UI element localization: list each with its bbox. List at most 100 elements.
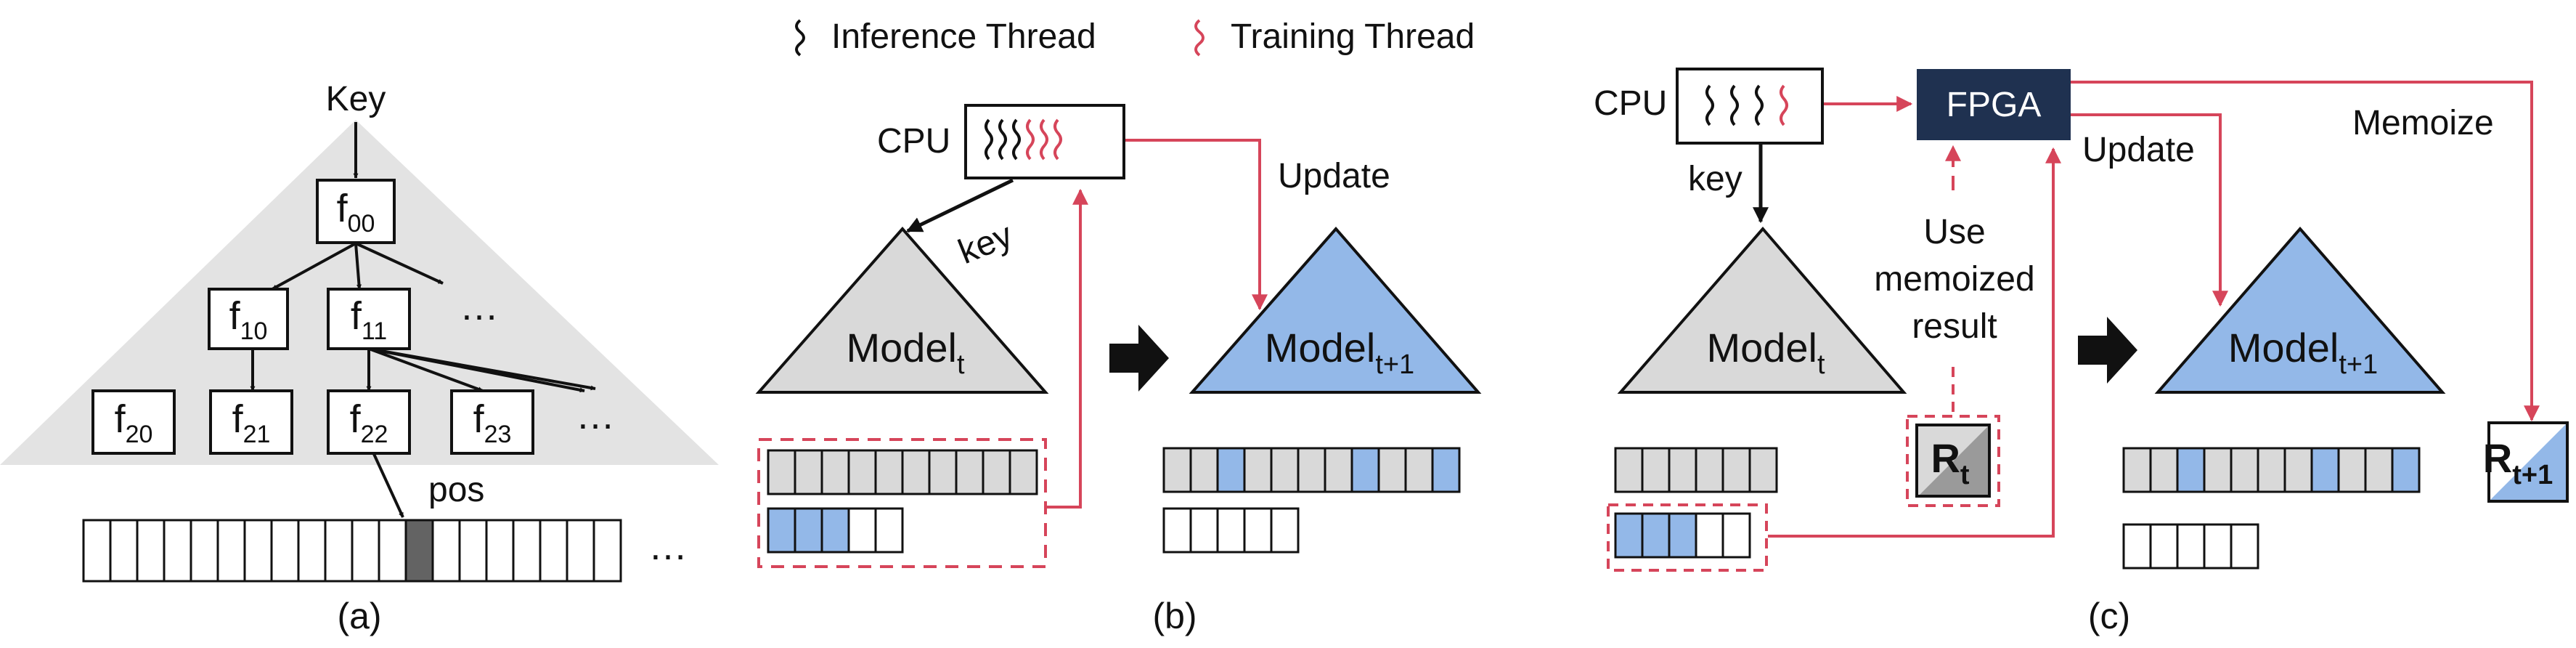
svg-text:Rt+1: Rt+1 bbox=[2483, 435, 2553, 490]
updated-array-top bbox=[2122, 447, 2421, 493]
array-cell bbox=[297, 519, 327, 583]
model-t1-label: Modelt+1 bbox=[1265, 325, 1414, 380]
dashed-box bbox=[1607, 503, 1768, 572]
inference-thread-icon bbox=[998, 118, 1007, 161]
update-arrow bbox=[2071, 113, 2228, 307]
cpu-label: CPU bbox=[877, 122, 950, 161]
array-cell bbox=[1641, 447, 1671, 493]
array-cell bbox=[2122, 523, 2152, 570]
svg-text:f10: f10 bbox=[229, 294, 268, 345]
array-cell bbox=[767, 449, 796, 495]
array-cell bbox=[794, 449, 823, 495]
caption-b: (b) bbox=[1152, 596, 1197, 636]
training-data-to-fpga-arrow bbox=[1768, 147, 2061, 538]
updated-array-bottom bbox=[1162, 507, 1300, 554]
array-cell bbox=[847, 449, 877, 495]
array-cell bbox=[270, 519, 300, 583]
array-cell bbox=[539, 519, 568, 583]
array-cell bbox=[431, 519, 461, 583]
array-cell bbox=[767, 507, 796, 554]
array-cell bbox=[351, 519, 380, 583]
array-cell bbox=[1189, 507, 1219, 554]
array-cell bbox=[136, 519, 166, 583]
update-arrow bbox=[1125, 139, 1268, 311]
inference-thread-icon bbox=[1012, 118, 1021, 161]
array-cell bbox=[512, 519, 542, 583]
svg-text:Rt: Rt bbox=[1931, 435, 1969, 490]
array-cell bbox=[1216, 507, 1246, 554]
cpu-threads bbox=[985, 118, 1062, 161]
model-t1 bbox=[2154, 226, 2446, 394]
r-t1-box: Rt+1 bbox=[2483, 421, 2569, 503]
array-cell bbox=[189, 519, 219, 583]
array-cell bbox=[2364, 447, 2394, 493]
cpu-label: CPU bbox=[1594, 84, 1667, 123]
inference-thread-icon bbox=[1705, 84, 1714, 126]
array-cell bbox=[404, 519, 434, 583]
array-cell bbox=[1008, 449, 1038, 495]
cpu-box bbox=[1676, 68, 1824, 145]
array-cell bbox=[2257, 447, 2286, 493]
key-label: key bbox=[1688, 160, 1743, 198]
use-memo-line2: memoized bbox=[1874, 260, 2034, 299]
tree-edges bbox=[250, 242, 596, 393]
panel-c: CPU FPGA key Modelt Use memoized result … bbox=[1594, 68, 2569, 636]
use-memo-line1: Use bbox=[1923, 213, 1985, 251]
key-label: key bbox=[953, 216, 1018, 272]
array-cell bbox=[1216, 447, 1246, 493]
array-cell bbox=[901, 449, 931, 495]
key-label: Key bbox=[326, 80, 386, 118]
array-cell bbox=[2203, 523, 2233, 570]
r-dashed-box bbox=[1906, 415, 2000, 507]
array-cell bbox=[163, 519, 192, 583]
array-cell bbox=[2176, 523, 2206, 570]
caption-c: (c) bbox=[2088, 596, 2130, 636]
array-cell bbox=[1243, 507, 1273, 554]
array-cell bbox=[1721, 447, 1751, 493]
array-cell bbox=[1404, 447, 1434, 493]
array-cell bbox=[1270, 507, 1300, 554]
training-thread-icon bbox=[1026, 118, 1035, 161]
array-cell bbox=[2230, 447, 2259, 493]
node-f20: f20 bbox=[91, 389, 176, 455]
node-f11: f11 bbox=[327, 288, 411, 350]
node-f00: f00 bbox=[316, 179, 396, 244]
array-cell bbox=[1162, 507, 1192, 554]
legend: Inference Thread Training Thread bbox=[795, 17, 1475, 57]
array-cell bbox=[1695, 512, 1724, 559]
array-cell bbox=[1614, 447, 1644, 493]
array-cell bbox=[1431, 447, 1461, 493]
key-arrow bbox=[906, 178, 1014, 233]
update-label: Update bbox=[1278, 157, 1390, 195]
array-cell bbox=[2391, 447, 2421, 493]
svg-text:f20: f20 bbox=[115, 397, 153, 448]
array-cell bbox=[1695, 447, 1724, 493]
inference-thread-icon bbox=[1755, 84, 1764, 126]
array-cell bbox=[1189, 447, 1219, 493]
array-cell bbox=[874, 507, 904, 554]
array-cell bbox=[1162, 447, 1192, 493]
array-ellipsis: … bbox=[648, 525, 688, 568]
data-array-bottom bbox=[767, 507, 904, 554]
node-f22: f22 bbox=[327, 389, 411, 455]
data-array-top bbox=[767, 449, 1038, 495]
model-t1-label: Modelt+1 bbox=[2228, 325, 2378, 380]
array-cell bbox=[2283, 447, 2313, 493]
array-cell bbox=[794, 507, 823, 554]
array-cell bbox=[458, 519, 488, 583]
legend-training-label: Training Thread bbox=[1231, 17, 1475, 56]
array-cell bbox=[2203, 447, 2233, 493]
svg-text:f00: f00 bbox=[337, 187, 375, 238]
array-cell bbox=[2122, 447, 2152, 493]
array-cell bbox=[2176, 447, 2206, 493]
tree-ellipsis-level1: … bbox=[460, 285, 499, 328]
svg-text:f11: f11 bbox=[351, 294, 387, 345]
inference-thread-icon bbox=[1730, 84, 1739, 126]
inference-thread-icon bbox=[795, 19, 805, 57]
transition-arrow bbox=[2078, 317, 2137, 384]
array-cell bbox=[216, 519, 246, 583]
caption-a: (a) bbox=[337, 596, 381, 636]
cpu-threads bbox=[1705, 84, 1788, 126]
array-cell bbox=[2149, 447, 2179, 493]
